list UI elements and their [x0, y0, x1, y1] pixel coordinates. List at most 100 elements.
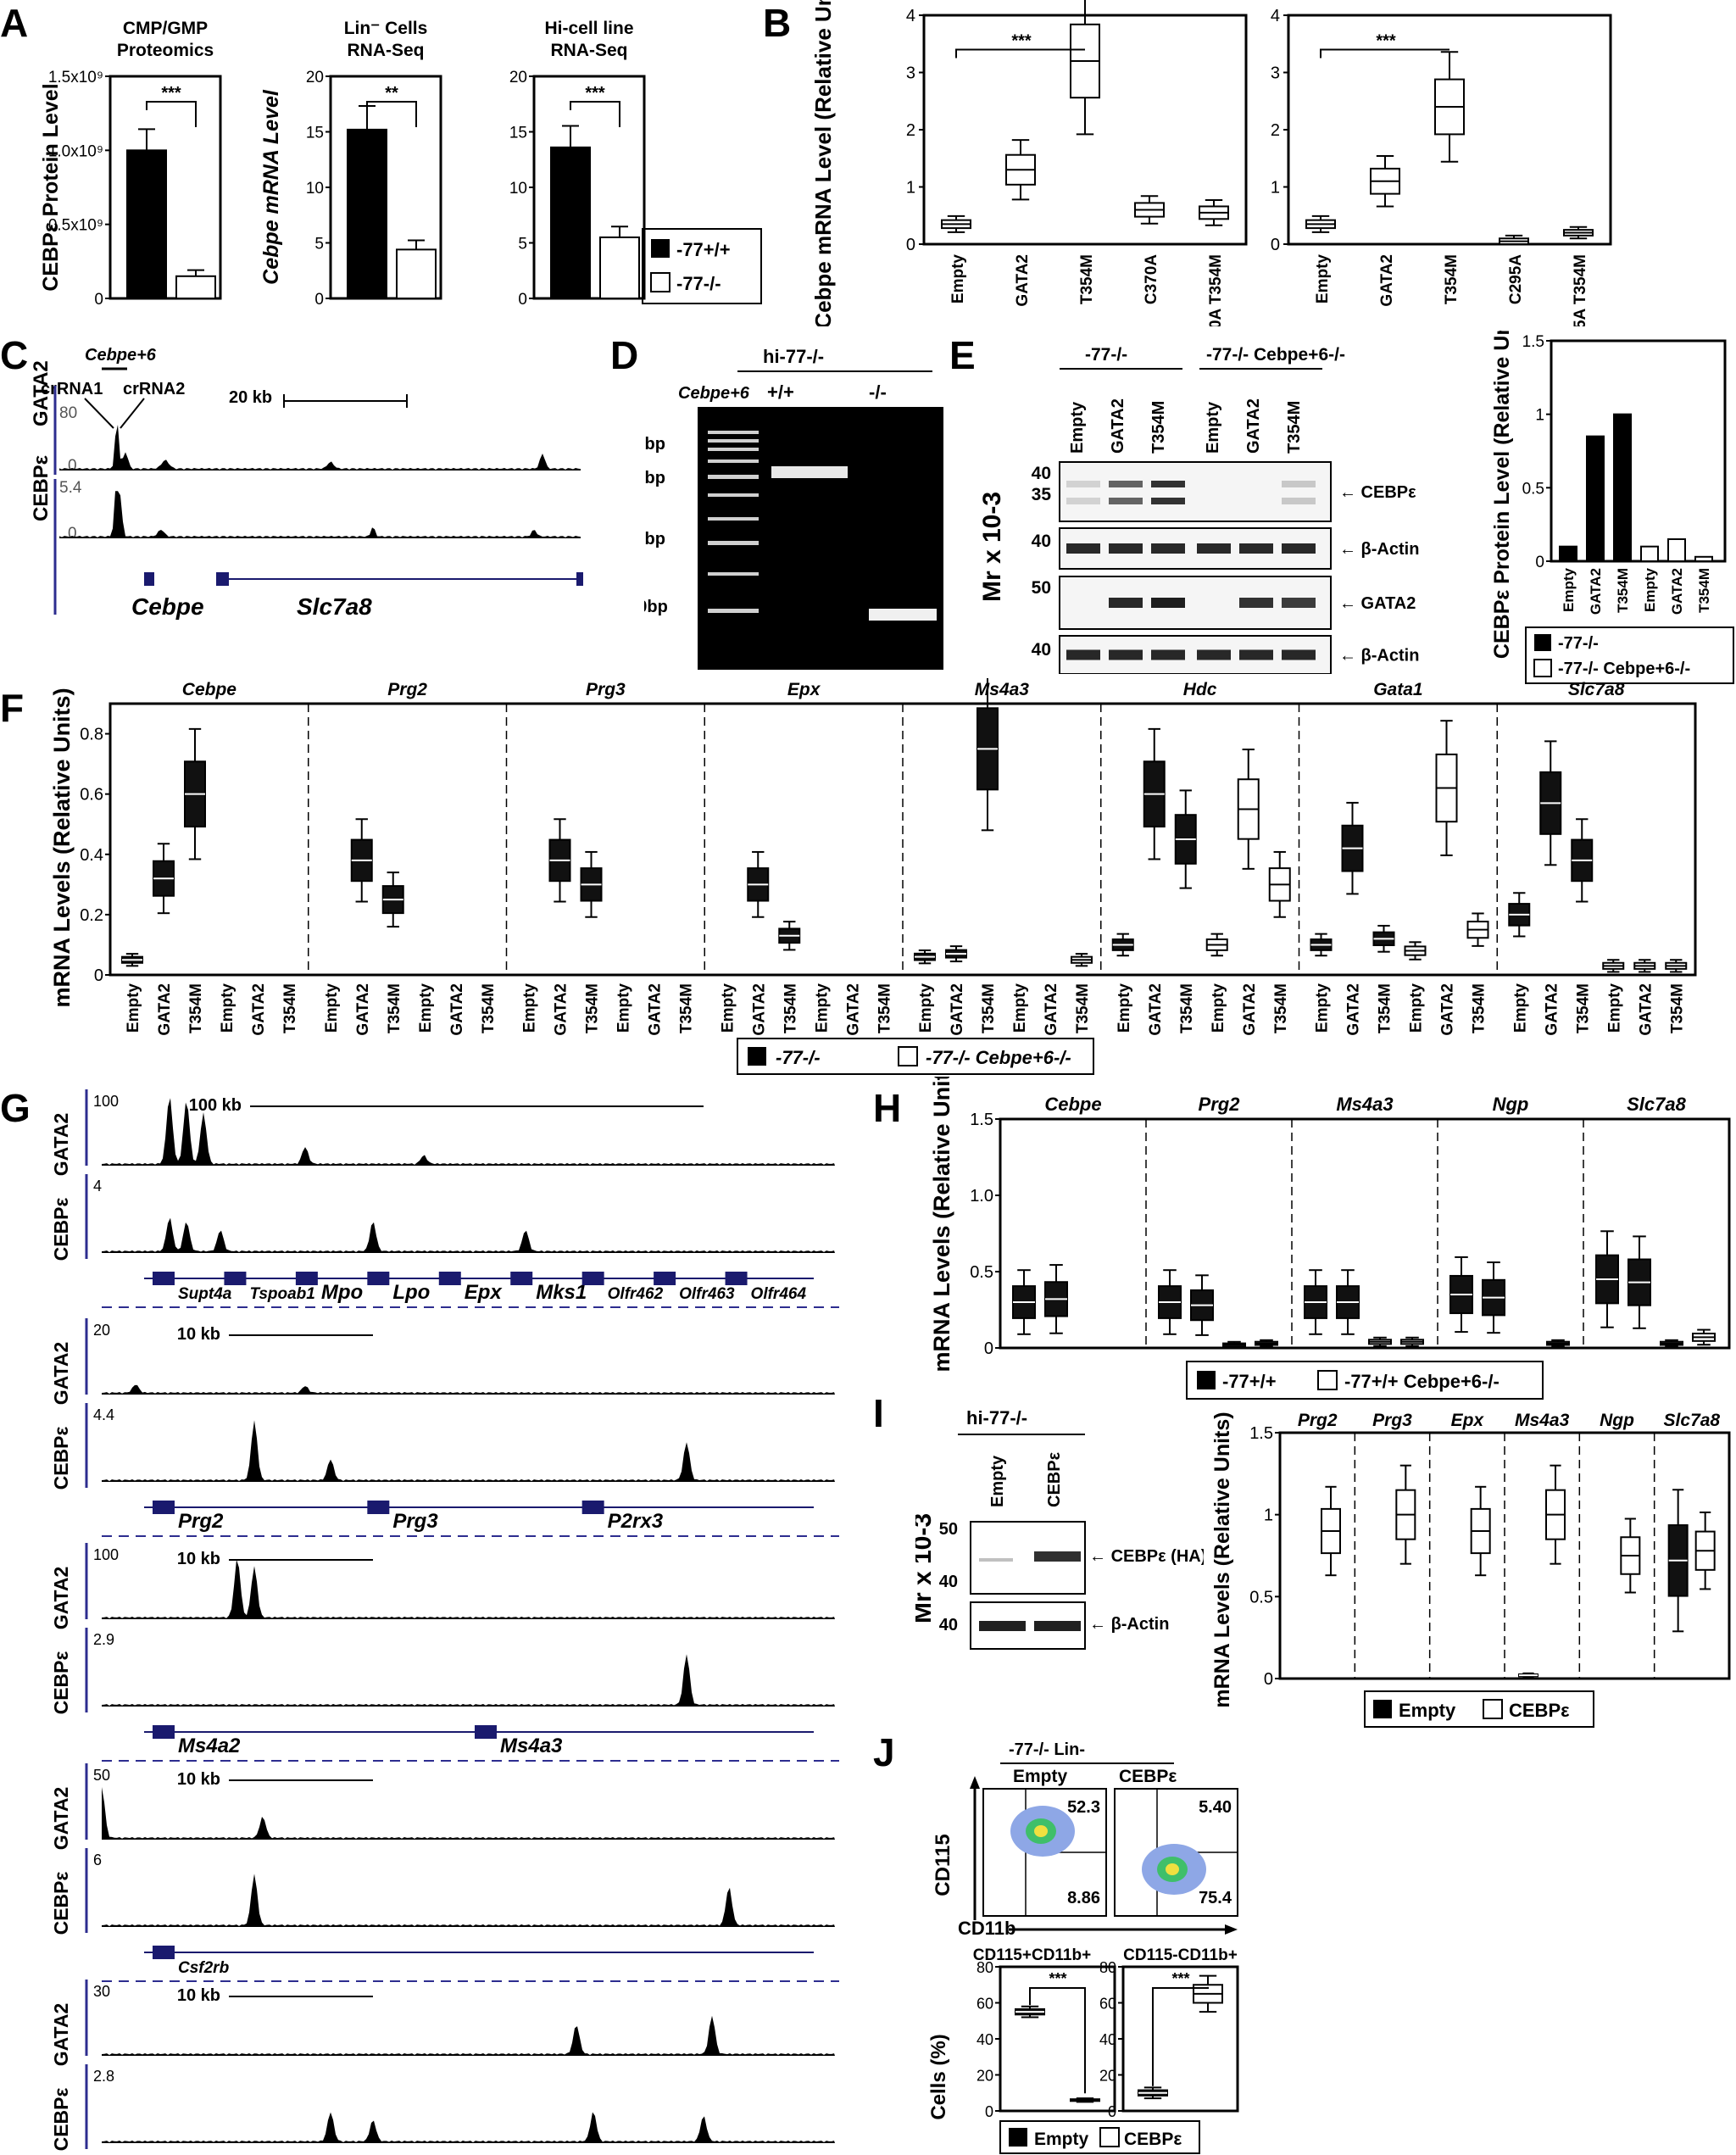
x-tick-label: T354M: [1078, 254, 1096, 304]
gene-title: Ms4a3: [1336, 1094, 1393, 1115]
gene-label: Mpo: [321, 1281, 363, 1304]
band: [1151, 498, 1185, 504]
sig-bracket: [1152, 1986, 1209, 2086]
x-tick-label: GATA2: [647, 983, 665, 1036]
band: [1197, 543, 1231, 554]
panel-label-e: E: [949, 333, 976, 377]
panel-label-j: J: [873, 1730, 895, 1774]
x-tick-label: T354M: [1471, 983, 1488, 1033]
blot-label: ← β-Actin: [1339, 647, 1419, 665]
track-max: 50: [93, 1767, 110, 1784]
x-tick-label: C295A T354M: [1572, 254, 1589, 326]
lane-label: T354M: [1285, 401, 1304, 454]
panel-label-c: C: [0, 333, 29, 377]
legend-label: -77-/- Cebpe+6-/-: [1558, 660, 1690, 678]
x-tick-label: GATA2: [553, 983, 570, 1036]
gene-label: Olfr464: [751, 1285, 807, 1303]
legend-label: Empty: [1399, 1700, 1456, 1721]
tick-label: 20: [1099, 2068, 1116, 2085]
tick-label: 1.5x10⁹: [48, 69, 103, 86]
signal-track: [102, 1559, 835, 1619]
exon: [153, 1272, 175, 1285]
gene-label: Olfr462: [608, 1285, 664, 1303]
x-tick-label: GATA2: [448, 983, 466, 1036]
band: [1282, 498, 1316, 504]
band: [1239, 598, 1273, 608]
panel-label-f: F: [0, 686, 25, 730]
bar: [1640, 545, 1659, 563]
x-tick-label: T354M: [1178, 983, 1196, 1033]
sig-bracket: [570, 101, 620, 127]
bar: [1694, 555, 1713, 562]
legend-label: CEBPε: [1124, 2130, 1182, 2149]
x-tick-label: GATA2: [1588, 568, 1604, 615]
track-max: 2.8: [93, 2068, 114, 2085]
tick-label: 1.5: [1249, 1424, 1273, 1443]
bar: [1667, 538, 1686, 562]
x-tick-label: GATA2: [1669, 568, 1685, 615]
tick-label: 0.5: [1249, 1588, 1273, 1607]
exon: [725, 1272, 748, 1285]
tick-label: 0: [1108, 2103, 1116, 2120]
svg-text:40: 40: [939, 1573, 958, 1591]
group-label: -77-/-: [1085, 345, 1127, 365]
tick-label: 3: [1271, 64, 1280, 83]
band: [1282, 598, 1316, 608]
x-tick-label: C370A: [1143, 254, 1160, 304]
track-label: CEBPε: [51, 1651, 72, 1715]
plot-frame: [999, 1117, 1731, 1350]
svg-text:50: 50: [939, 1520, 958, 1539]
mw-label: 40: [1032, 532, 1051, 551]
tick-label: 20: [306, 69, 324, 86]
gene-title: Ms4a3: [975, 680, 1030, 699]
sig-label: ***: [161, 84, 181, 103]
tick-label: 0.2: [80, 906, 103, 925]
tick-label: 3: [906, 64, 915, 83]
tick-label: 1: [1271, 179, 1280, 198]
y-axis-label: Cells (%): [927, 2034, 950, 2119]
legend-label: -77+/+: [676, 239, 731, 260]
y-axis-label: Mr x 10-3: [915, 1513, 937, 1623]
scale-label: 10 kb: [177, 1986, 220, 2005]
band: [1197, 649, 1231, 660]
chart-title: CD115+CD11b+: [973, 1946, 1091, 1964]
tick-label: 0.8: [80, 726, 103, 744]
gene-title: Slc7a8: [1568, 680, 1625, 699]
signal-track: [59, 491, 581, 538]
band: [1066, 543, 1100, 554]
track-label: CEBPε: [51, 1198, 72, 1261]
x-tick-label: T354M: [584, 983, 602, 1033]
x-tick-label: T354M: [386, 983, 403, 1033]
lane-label: Empty: [1068, 401, 1087, 454]
band: [1239, 543, 1273, 554]
x-tick-label: Empty: [417, 983, 435, 1033]
gene-title: Prg3: [586, 680, 626, 699]
tick-label: 1: [1535, 407, 1544, 425]
legend-label: -77-/-: [676, 273, 721, 294]
legend-label: -77-/-: [1558, 634, 1599, 653]
x-tick-label: Empty: [521, 983, 539, 1033]
tick-label: 0: [985, 2103, 993, 2120]
gel-band: [771, 466, 848, 478]
blot-label: ← CEBPε (HA): [1089, 1547, 1204, 1566]
x-tick-label: GATA2: [1241, 983, 1259, 1036]
legend-swatch-filled: [651, 239, 670, 258]
scale-label: 100 kb: [189, 1096, 242, 1115]
tick-label: 1.0: [970, 1187, 993, 1206]
x-tick-label: GATA2: [1439, 983, 1457, 1036]
x-tick-label: T354M: [1377, 983, 1394, 1033]
tick-label: 10: [509, 180, 527, 198]
x-tick-label: T354M: [1272, 983, 1290, 1033]
sig-label: ***: [1049, 1970, 1066, 1987]
track-max: 6: [93, 1852, 102, 1868]
gene-label: Slc7a8: [297, 593, 372, 620]
mw-label: 40: [1032, 464, 1051, 483]
tick-label: 0.6: [80, 786, 103, 805]
tick-label: 15: [509, 125, 527, 142]
panel-label-i: I: [873, 1391, 884, 1435]
svg-text:40: 40: [939, 1616, 958, 1634]
tick-label: 1: [906, 179, 915, 198]
